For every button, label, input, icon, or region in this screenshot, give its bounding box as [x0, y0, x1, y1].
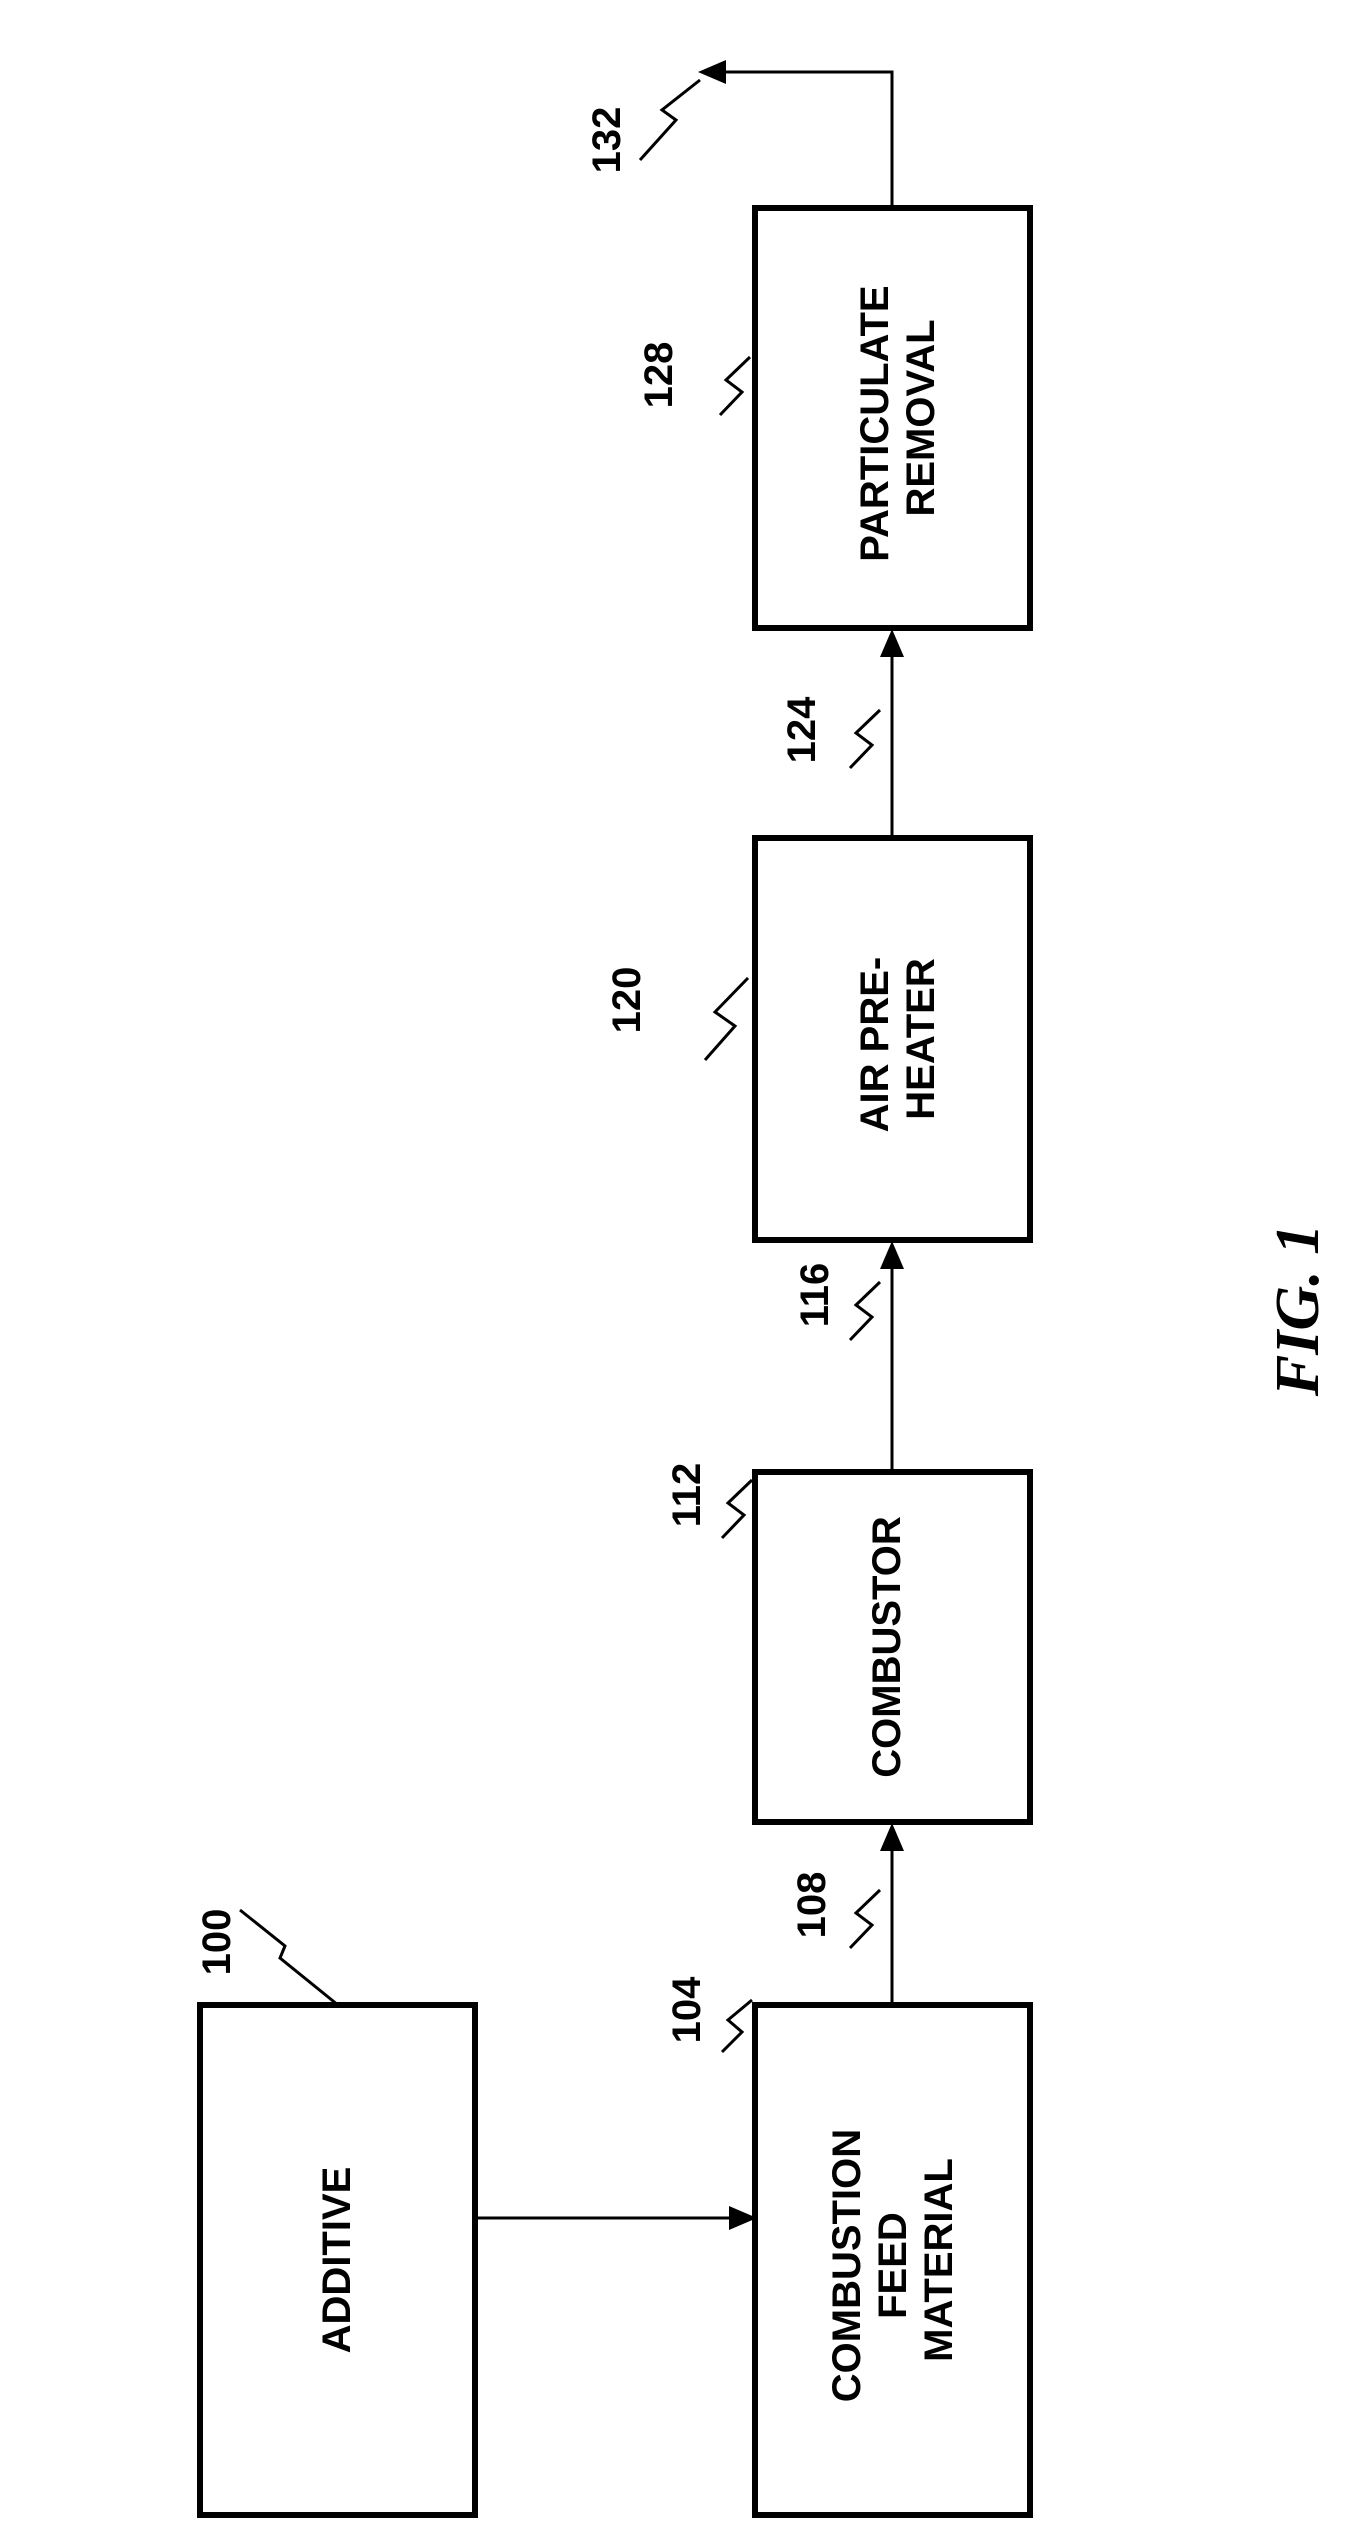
combustor-label: COMBUSTOR: [865, 1516, 909, 1778]
ref-116: 116: [793, 1263, 880, 1340]
arrow-combustor-to-preheater: [880, 1241, 904, 1472]
ref-128: 128: [637, 342, 750, 415]
svg-text:116: 116: [793, 1263, 837, 1328]
air-preheater-block: AIR PRE- HEATER: [755, 838, 1030, 1240]
svg-text:120: 120: [605, 967, 649, 1034]
particulate-removal-block: PARTICULATE REMOVAL: [755, 208, 1030, 628]
ref-120: 120: [605, 967, 748, 1060]
ref-132: 132: [585, 80, 700, 173]
ref-104: 104: [665, 1976, 752, 2052]
arrow-feed-to-combustor: [880, 1823, 904, 2005]
svg-text:128: 128: [637, 342, 681, 409]
arrow-exit: [698, 60, 892, 208]
ref-124: 124: [780, 696, 880, 768]
figure-caption: FIG. 1: [1264, 1224, 1332, 1397]
arrow-preheater-to-removal: [880, 629, 904, 838]
additive-block: ADDITIVE: [200, 2005, 475, 2515]
arrow-additive-to-feed: [475, 2206, 757, 2230]
svg-text:132: 132: [585, 107, 629, 174]
svg-text:124: 124: [780, 696, 824, 763]
svg-text:112: 112: [665, 1463, 709, 1528]
svg-text:108: 108: [790, 1872, 834, 1939]
svg-text:100: 100: [195, 1909, 239, 1976]
additive-label: ADDITIVE: [315, 2167, 359, 2354]
ref-112: 112: [665, 1463, 752, 1538]
ref-100: 100: [195, 1909, 338, 2005]
svg-text:104: 104: [665, 1976, 709, 2043]
ref-108: 108: [790, 1872, 880, 1948]
combustion-feed-material-block: COMBUSTION FEED MATERIAL: [755, 2005, 1030, 2515]
combustor-block: COMBUSTOR: [755, 1472, 1030, 1822]
